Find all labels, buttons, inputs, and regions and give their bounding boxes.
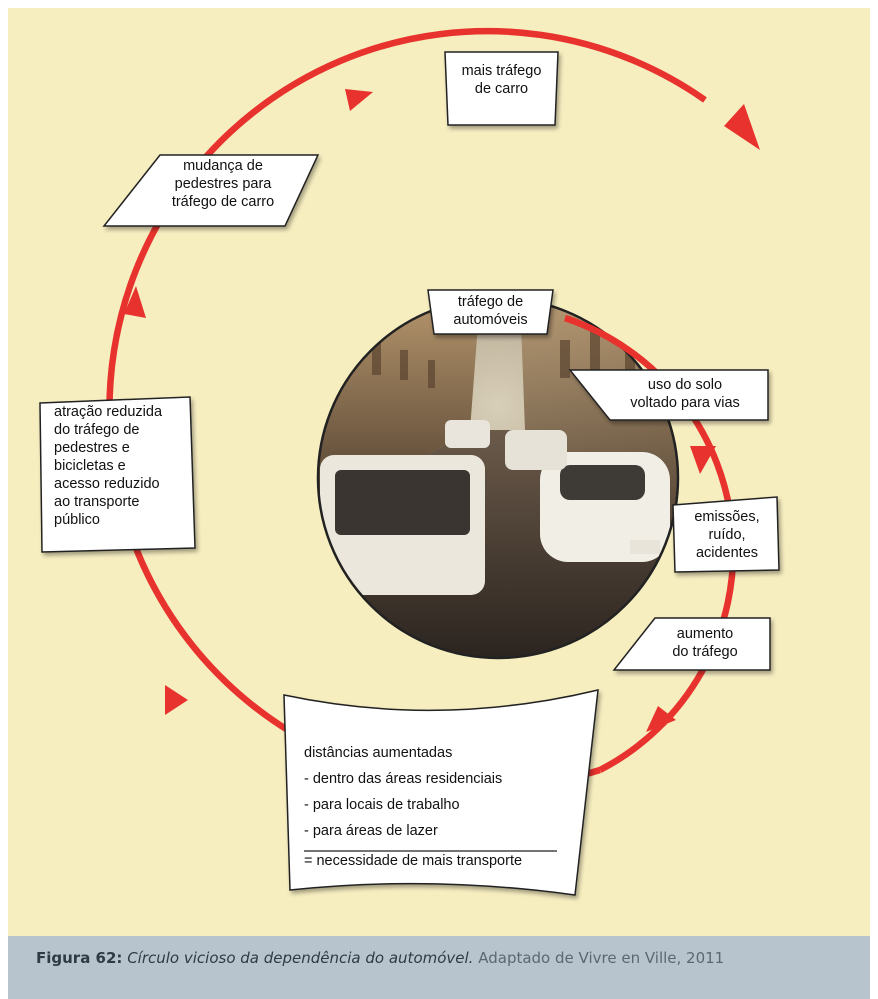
outer-arrowhead-top [345,89,373,111]
distance-item-leisure: - para áreas de lazer [304,823,438,839]
car-traffic-text: tráfego de automóveis [453,294,528,328]
increased-distances-box: distâncias aumentadas - dentro das áreas… [304,740,584,874]
transport-need-result: = necessidade de mais transporte [304,853,523,869]
distance-item-work: - para locais de trabalho [304,797,460,813]
box-shape-car-traffic [427,289,554,335]
box-shape-reduced-attraction [39,396,196,553]
figure-caption: Figura 62: Círculo vicioso da dependênci… [36,949,724,967]
caption-label: Figura 62: [36,949,123,967]
pedestrian-shift-label: mudança de pedestres para tráfego de car… [138,157,308,211]
outer-arrowhead-left-lower [165,685,188,715]
land-use-label: uso do solo voltado para vias [605,376,765,412]
caption-bar: Figura 62: Círculo vicioso da dependênci… [8,936,870,999]
street-traffic-photo [318,298,678,658]
inner-arrowhead-upper [690,446,716,474]
car-traffic-label: tráfego de automóveis [428,293,553,329]
emissions-text: emissões, ruído, acidentes [694,509,760,561]
outer-arrowhead-right [724,104,760,150]
outer-arrowhead-left-upper [124,286,146,318]
more-car-traffic-text: mais tráfego de carro [461,63,542,97]
box-shape-more-traffic [444,51,559,126]
pedestrian-shift-text: mudança de pedestres para tráfego de car… [171,158,275,210]
caption-title: Círculo vicioso da dependência do automó… [127,949,474,967]
more-car-traffic-label: mais tráfego de carro [445,62,558,98]
traffic-increase-label: aumento do tráfego [645,625,765,661]
box-shape-land-use [568,369,769,421]
box-shape-distances [283,689,599,896]
reduced-attraction-label: atração reduzida do tráfego de pedestres… [54,403,194,529]
reduced-attraction-text: atração reduzida do tráfego de pedestres… [54,404,163,528]
caption-source: Adaptado de Vivre en Ville, 2011 [478,949,725,967]
traffic-increase-text: aumento do tráfego [672,626,738,660]
increased-distances-title: distâncias aumentadas [304,745,453,761]
inner-arrowhead-lower [646,706,676,732]
emissions-label: emissões, ruído, acidentes [675,508,779,562]
box-shape-traffic-increase [612,617,771,671]
box-shape-emissions [672,496,780,573]
box-shape-pedestrian-shift [102,154,320,227]
land-use-text: uso do solo voltado para vias [630,377,740,411]
distance-item-residential: - dentro das áreas residenciais [304,771,503,787]
